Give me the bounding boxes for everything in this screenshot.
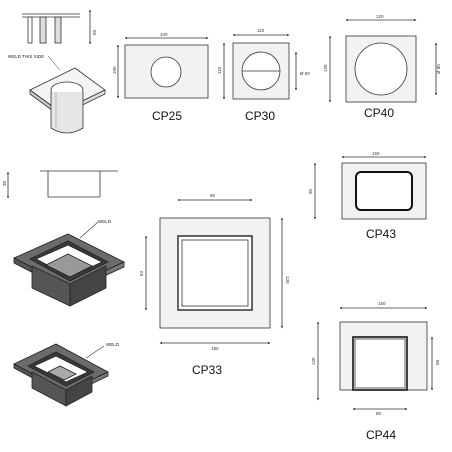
cp30-diameter: Ø 60 [300,71,310,76]
cp44-bottom: 80 [376,411,382,416]
cp25-drawing [116,36,209,99]
tube-plate-3d-view [29,67,106,134]
cp40-width: 120 [376,14,384,19]
small-plate-3d-view [13,343,109,407]
cp43-drawing [313,155,427,220]
weld-label-small: WELD [106,342,120,347]
cp44-drawing [316,306,434,411]
cp33-drawing [144,198,284,345]
cp43-width: 150 [372,151,380,156]
cp33-left: 63 [139,270,144,276]
cp25-width: 100 [160,32,168,37]
cp44-left: 120 [311,357,316,365]
cp43-label: CP43 [366,227,397,241]
cp40-drawing [328,18,438,103]
flat-plate-side-view [6,170,118,199]
cp30-label: CP30 [245,109,276,123]
cp30-drawing [222,33,298,100]
cp33-bottom: 180 [211,346,219,351]
cp40-height: 120 [323,64,328,72]
dim-top-left: 50 [92,30,97,36]
cp40-label: CP40 [364,106,395,120]
cp33-top: 80 [210,193,216,198]
cp30-width: 110 [257,28,265,33]
cp43-height: 90 [308,188,313,194]
weld-this-side-note: WELD THIS SIDE [8,54,44,59]
square-plate-3d-view [13,233,125,307]
weld-label-large: WELD [98,219,112,224]
cp44-top: 150 [378,301,386,306]
cp25-label: CP25 [152,109,183,123]
cp33-label: CP33 [192,363,223,377]
cp25-height: 100 [112,66,117,74]
tube-plate-front-view [22,9,92,45]
cp44-right: 80 [435,360,440,366]
cp33-right: 130 [285,276,290,284]
dim-side-view: 30 [2,180,7,186]
cp30-height: 110 [217,66,222,74]
cp44-label: CP44 [366,428,397,442]
cp40-diameter: Ø 80 [436,64,441,74]
